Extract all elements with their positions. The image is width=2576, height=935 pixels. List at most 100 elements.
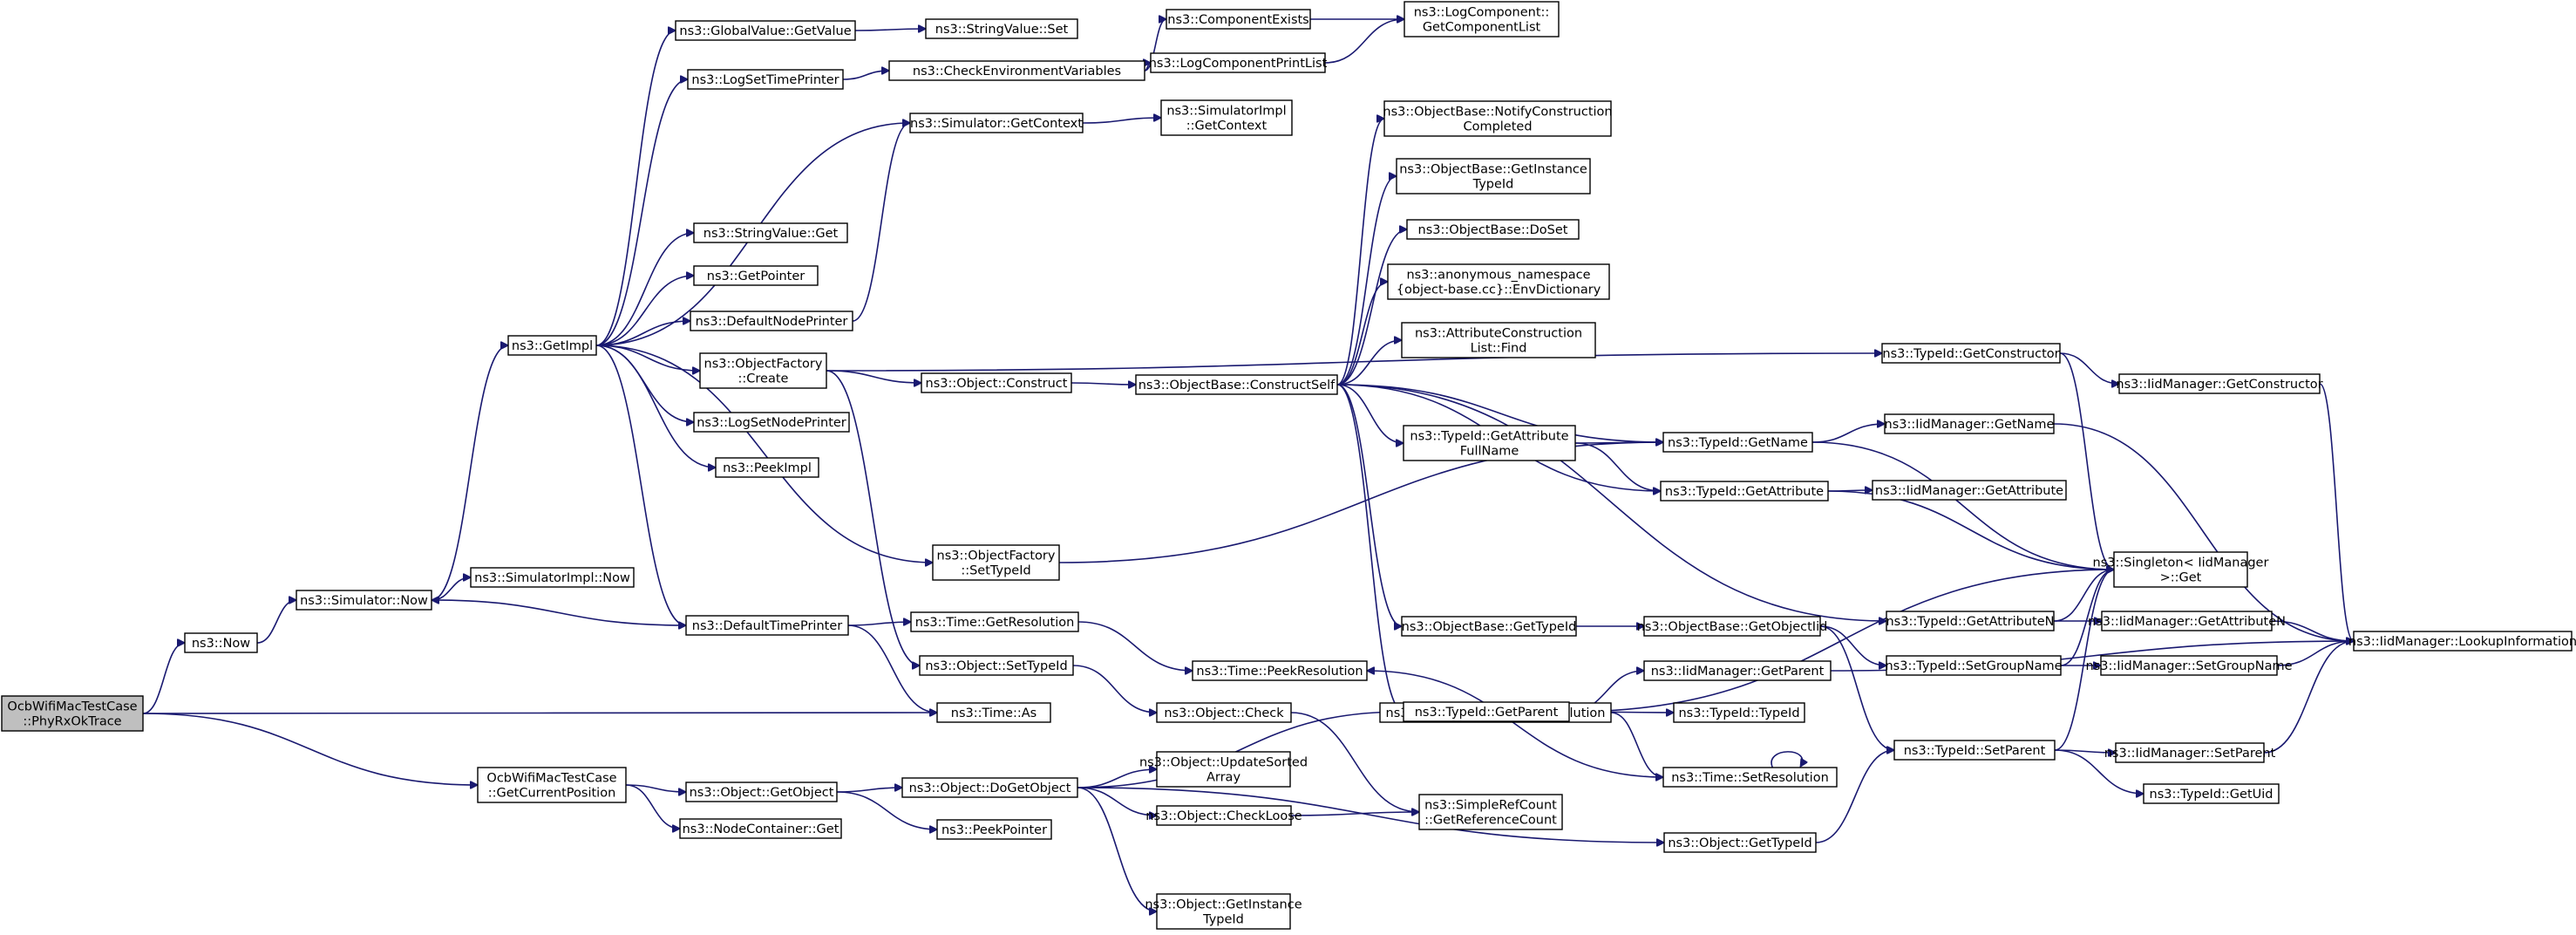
graph-node-objcheckloose[interactable]: ns3::Object::CheckLoose — [1145, 805, 1302, 826]
graph-node-simgetctx[interactable]: ns3::Simulator::GetContext — [909, 113, 1084, 133]
graph-node-root[interactable]: OcbWifiMacTestCase::PhyRxOkTrace — [1, 695, 144, 732]
graph-node-iidgetname[interactable]: ns3::IidManager::GetName — [1884, 413, 2055, 434]
node-label: ns3::PeekPointer — [941, 823, 1047, 837]
graph-node-svset[interactable]: ns3::StringValue::Set — [925, 18, 1078, 39]
graph-node-logsetnode[interactable]: ns3::LogSetNodePrinter — [693, 412, 850, 433]
graph-node-iidgetctor[interactable]: ns3::IidManager::GetConstructor — [2116, 373, 2323, 394]
graph-node-peekimpl[interactable]: ns3::PeekImpl — [715, 457, 819, 478]
edge-getimpl-to-defnodeprinter — [595, 321, 690, 346]
edge-obconstructself-to-acfind — [1336, 340, 1402, 386]
graph-node-ofcreate[interactable]: ns3::ObjectFactory::Create — [699, 352, 827, 389]
node-label: ns3::GlobalValue::GetValue — [679, 24, 851, 38]
edge-tidgetattrfull-to-tidgetattr — [1574, 442, 1661, 491]
graph-node-objcheck[interactable]: ns3::Object::Check — [1156, 702, 1292, 723]
graph-node-simimplctx[interactable]: ns3::SimulatorImpl::GetContext — [1160, 99, 1293, 136]
node-label: >::Get — [2160, 571, 2202, 585]
graph-node-iidlookup[interactable]: ns3::IidManager::LookupInformation — [2348, 631, 2576, 652]
graph-node-deftimeprinter[interactable]: ns3::DefaultTimePrinter — [685, 615, 849, 636]
graph-node-anonenv[interactable]: ns3::anonymous_namespace{object-base.cc}… — [1387, 263, 1610, 300]
graph-node-iidsetgroup[interactable]: ns3::IidManager::SetGroupName — [2085, 655, 2293, 676]
graph-node-ofsettypeid[interactable]: ns3::ObjectFactory::SetTypeId — [932, 544, 1060, 581]
graph-node-objdogetobject[interactable]: ns3::Object::DoGetObject — [901, 777, 1078, 798]
graph-node-logcompprint[interactable]: ns3::LogComponentPrintList — [1149, 52, 1328, 73]
graph-node-tidgetparent[interactable]: ns3::TypeId::GetParent — [1403, 701, 1570, 722]
edge-objconstruct-to-obconstructself — [1071, 383, 1136, 385]
node-label: ns3::TypeId::GetParent — [1415, 706, 1559, 720]
node-box — [1403, 701, 1570, 722]
edge-simgetctx-to-simimplctx — [1082, 118, 1161, 124]
graph-node-objgettypeid[interactable]: ns3::Object::GetTypeId — [1663, 832, 1817, 853]
graph-node-objconstruct[interactable]: ns3::Object::Construct — [921, 372, 1072, 393]
graph-node-compexists[interactable]: ns3::ComponentExists — [1166, 9, 1311, 30]
graph-node-tidgetattr[interactable]: ns3::TypeId::GetAttribute — [1660, 481, 1829, 502]
graph-node-obgetobjiid[interactable]: ns3::ObjectBase::GetObjectIid — [1637, 616, 1828, 637]
graph-node-iidgetparent[interactable]: ns3::IidManager::GetParent — [1643, 660, 1832, 681]
graph-node-now[interactable]: ns3::Now — [184, 632, 258, 653]
graph-node-svget[interactable]: ns3::StringValue::Get — [693, 222, 848, 243]
graph-node-logcomplist[interactable]: ns3::LogComponent::GetComponentList — [1404, 1, 1560, 38]
node-label: ns3::LogSetTimePrinter — [691, 73, 839, 87]
graph-node-getpointer[interactable]: ns3::GetPointer — [693, 265, 819, 286]
graph-node-tidgetname[interactable]: ns3::TypeId::GetName — [1662, 432, 1813, 453]
edge-objgettypeid-to-tidsetparent — [1815, 750, 1894, 843]
graph-node-objgetobject[interactable]: ns3::Object::GetObject — [685, 781, 838, 802]
graph-node-iidgetattr[interactable]: ns3::IidManager::GetAttribute — [1872, 480, 2067, 501]
edge-obconstructself-to-obdoset — [1336, 229, 1407, 386]
edge-tidsetparent-to-singleton — [2054, 570, 2114, 751]
node-box — [1673, 702, 1805, 723]
graph-node-iidgetattrn[interactable]: ns3::IidManager::GetAttributeN — [2088, 611, 2286, 631]
node-box — [1884, 413, 2055, 434]
graph-node-tidgetattrn[interactable]: ns3::TypeId::GetAttributeN — [1886, 611, 2055, 631]
graph-node-gvgetvalue[interactable]: ns3::GlobalValue::GetValue — [675, 20, 856, 41]
node-label: OcbWifiMacTestCase — [7, 700, 137, 714]
graph-node-ocbgetpos[interactable]: OcbWifiMacTestCase::GetCurrentPosition — [477, 767, 627, 803]
graph-node-tidsetgroup[interactable]: ns3::TypeId::SetGroupName — [1885, 655, 2063, 676]
node-label: ns3::Object::Construct — [926, 377, 1068, 391]
node-box — [1404, 1, 1560, 38]
node-box — [1418, 794, 1563, 830]
node-label: ns3::anonymous_namespace — [1406, 269, 1590, 283]
graph-node-timeas[interactable]: ns3::Time::As — [936, 702, 1051, 723]
node-label: ns3::LogComponentPrintList — [1149, 57, 1328, 71]
node-box — [2113, 551, 2248, 588]
graph-node-tidgetctor[interactable]: ns3::TypeId::GetConstructor — [1881, 343, 2061, 364]
graph-node-checkenv[interactable]: ns3::CheckEnvironmentVariables — [888, 60, 1145, 81]
graph-node-getimpl[interactable]: ns3::GetImpl — [507, 335, 597, 356]
graph-node-peekpointer[interactable]: ns3::PeekPointer — [936, 819, 1052, 840]
edge-obconstructself-to-tidgetparent — [1336, 384, 1404, 712]
graph-node-logsettime[interactable]: ns3::LogSetTimePrinter — [687, 69, 844, 90]
graph-node-obconstructself[interactable]: ns3::ObjectBase::ConstructSelf — [1135, 374, 1338, 395]
graph-node-timesetres[interactable]: ns3::Time::SetResolution — [1662, 767, 1838, 788]
graph-node-obgettypeid[interactable]: ns3::ObjectBase::GetTypeId — [1401, 616, 1577, 637]
node-box — [675, 20, 856, 41]
graph-node-defnodeprinter[interactable]: ns3::DefaultNodePrinter — [690, 311, 853, 331]
node-label: ns3::IidManager::LookupInformation — [2348, 635, 2576, 649]
node-box — [1156, 751, 1291, 788]
node-box — [296, 590, 432, 611]
edge-getimpl-to-getpointer — [595, 276, 694, 346]
graph-node-tidtypeid[interactable]: ns3::TypeId::TypeId — [1673, 702, 1805, 723]
node-label: ns3::ObjectBase::GetObjectIid — [1637, 620, 1828, 634]
graph-node-timepeekres[interactable]: ns3::Time::PeekResolution — [1192, 660, 1368, 681]
graph-node-tidsetparent[interactable]: ns3::TypeId::SetParent — [1893, 740, 2056, 761]
node-label: ns3::ObjectFactory — [704, 358, 823, 372]
graph-node-simnow[interactable]: ns3::Simulator::Now — [296, 590, 432, 611]
node-box — [1660, 481, 1829, 502]
graph-node-nodecontget[interactable]: ns3::NodeContainer::Get — [679, 818, 842, 839]
graph-node-objsettypeid[interactable]: ns3::Object::SetTypeId — [919, 655, 1074, 676]
graph-node-simimplnow[interactable]: ns3::SimulatorImpl::Now — [470, 567, 635, 588]
graph-node-iidsetparent[interactable]: ns3::IidManager::SetParent — [2104, 742, 2276, 763]
graph-node-obnotify[interactable]: ns3::ObjectBase::NotifyConstructionCompl… — [1383, 100, 1613, 137]
graph-node-tidgetuid[interactable]: ns3::TypeId::GetUid — [2143, 783, 2280, 804]
node-label: GetComponentList — [1423, 21, 1541, 35]
node-label: ns3::Singleton< IidManager — [2093, 556, 2269, 570]
graph-node-singleton[interactable]: ns3::Singleton< IidManager >::Get — [2093, 551, 2269, 588]
graph-node-timegetres[interactable]: ns3::Time::GetResolution — [910, 611, 1079, 632]
graph-node-obdoset[interactable]: ns3::ObjectBase::DoSet — [1406, 219, 1580, 240]
graph-node-srcgetref[interactable]: ns3::SimpleRefCount::GetReferenceCount — [1418, 794, 1563, 830]
